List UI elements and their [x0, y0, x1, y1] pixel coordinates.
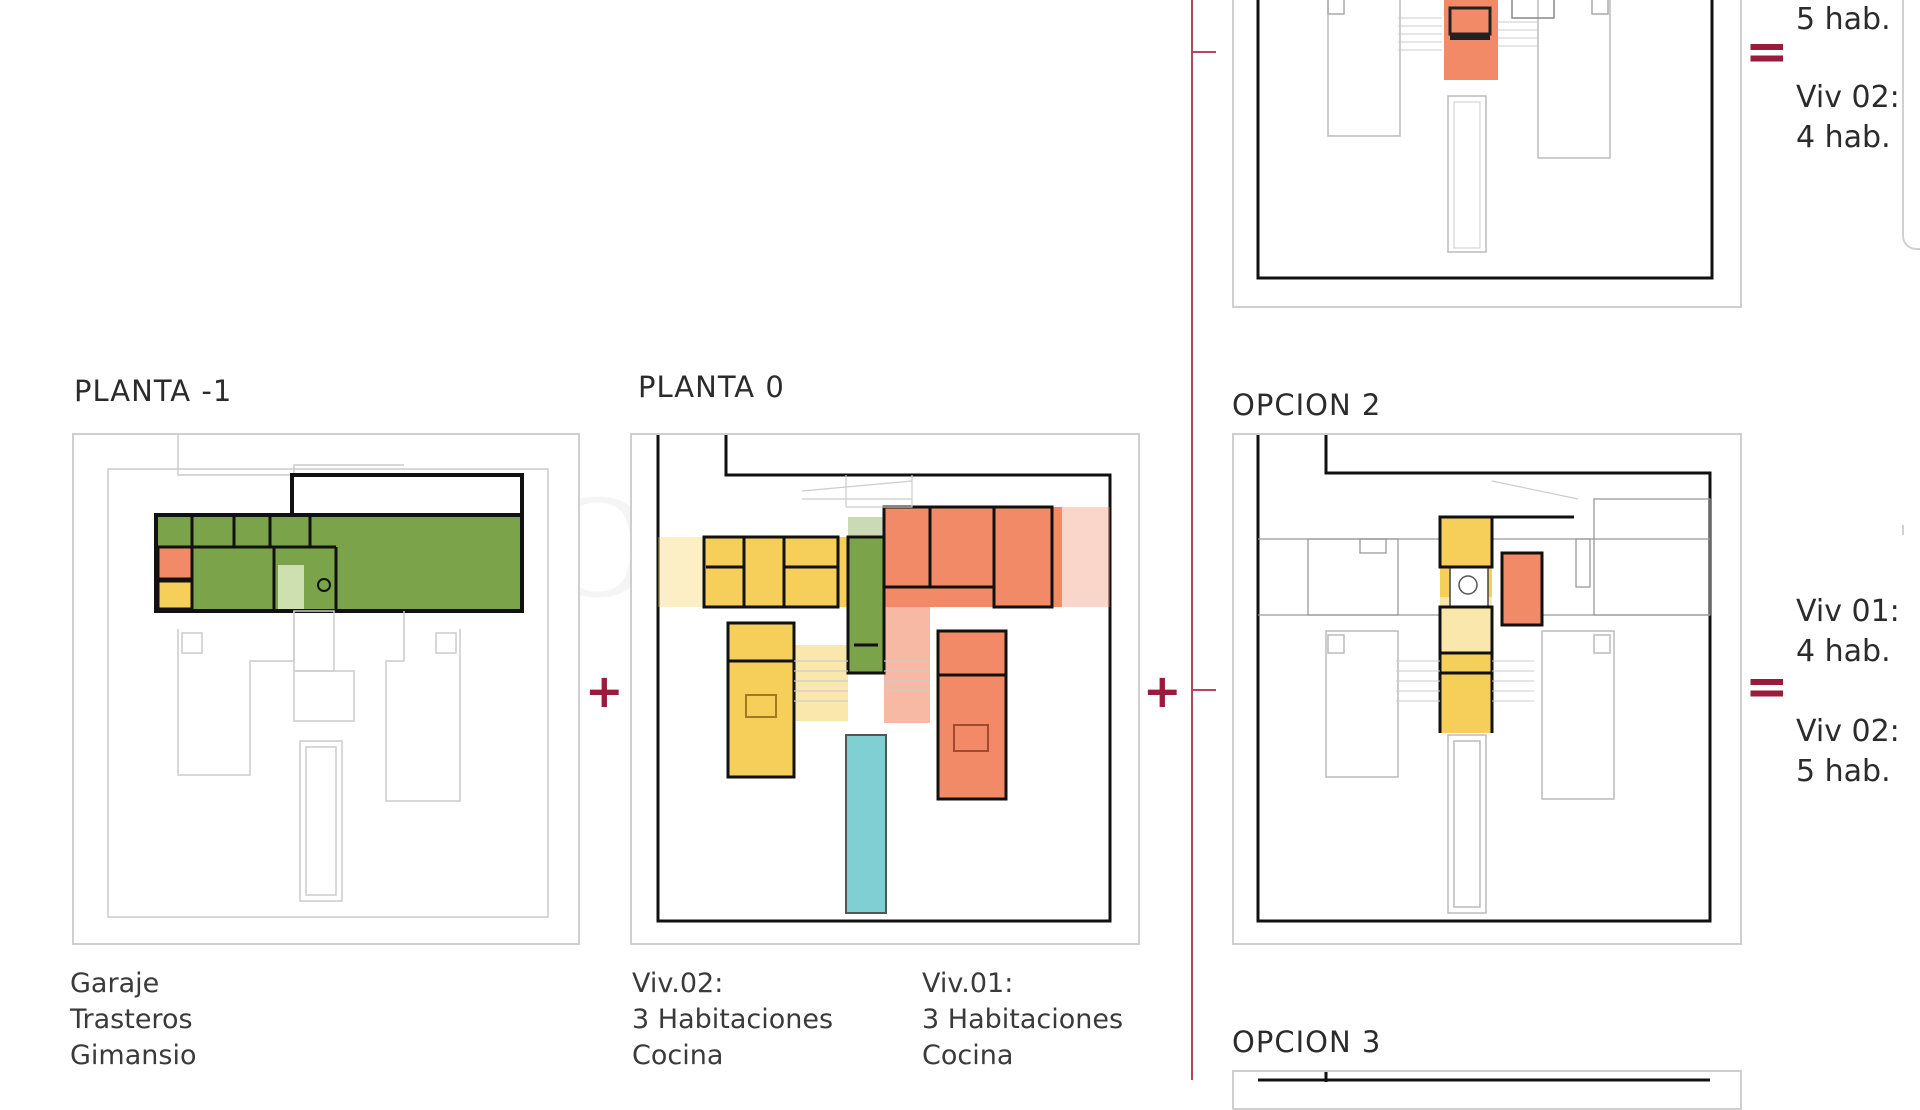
caption-viv02-rooms: 3 Habitaciones [632, 1004, 834, 1035]
planta-0-caption-viv02: Viv.02: 3 Habitaciones Cocina [632, 966, 833, 1074]
planta-0-frame [630, 433, 1140, 945]
opcion-3-plan [1258, 1072, 1710, 1082]
vertical-divider [1191, 0, 1193, 1080]
planta-0-plan [656, 435, 1112, 923]
planta-minus-1-plan [107, 435, 549, 918]
opcion-3-title: OPCION 3 [1232, 1025, 1382, 1059]
opcion-2-viv01-rooms: 4 hab. [1796, 634, 1891, 669]
opcion-1-line-3: 4 hab. [1796, 120, 1891, 155]
results-bracket-top [1902, 0, 1920, 250]
equals-sign-1: = [1745, 22, 1789, 82]
opcion-2-title: OPCION 2 [1232, 388, 1382, 422]
planta-minus-1-frame [72, 433, 580, 945]
divider-tick-top [1192, 51, 1216, 53]
equals-sign-2: = [1745, 657, 1789, 717]
caption-trasteros: Trasteros [70, 1004, 193, 1035]
opcion-1-line-1: 5 hab. [1796, 2, 1891, 37]
planta-minus-1-caption: Garaje Trasteros Gimansio [70, 966, 196, 1074]
planta-0-title: PLANTA 0 [638, 370, 785, 404]
caption-gimnasio: Gimansio [70, 1040, 197, 1071]
planta-minus-1-title: PLANTA -1 [74, 374, 233, 408]
opcion-2-viv02-rooms: 5 hab. [1796, 754, 1891, 789]
opcion-2-plan [1256, 435, 1712, 923]
opcion-1-result: 5 hab. Viv 02: 4 hab. [1796, 0, 1900, 158]
plus-sign-1: + [585, 664, 624, 718]
caption-garaje: Garaje [70, 968, 160, 999]
caption-viv01-title: Viv.01: [922, 968, 1014, 999]
opcion-2-viv01: Viv 01: [1796, 594, 1900, 629]
opcion-3-frame [1232, 1070, 1742, 1110]
opcion-1-line-2: Viv 02: [1796, 80, 1900, 115]
divider-tick-mid [1192, 689, 1216, 691]
opcion-2-result: Viv 01: 4 hab. Viv 02: 5 hab. [1796, 592, 1900, 792]
results-bracket-mid [1902, 525, 1920, 535]
opcion-2-viv02: Viv 02: [1796, 714, 1900, 749]
caption-viv01-rooms: 3 Habitaciones [922, 1004, 1124, 1035]
caption-viv02-title: Viv.02: [632, 968, 724, 999]
opcion-1-plan-frame [1232, 0, 1742, 308]
caption-viv02-kitchen: Cocina [632, 1040, 724, 1071]
plus-sign-2: + [1143, 664, 1182, 718]
planta-0-caption-viv01: Viv.01: 3 Habitaciones Cocina [922, 966, 1123, 1074]
opcion-1-plan [1256, 0, 1714, 280]
caption-viv01-kitchen: Cocina [922, 1040, 1014, 1071]
opcion-2-frame [1232, 433, 1742, 945]
